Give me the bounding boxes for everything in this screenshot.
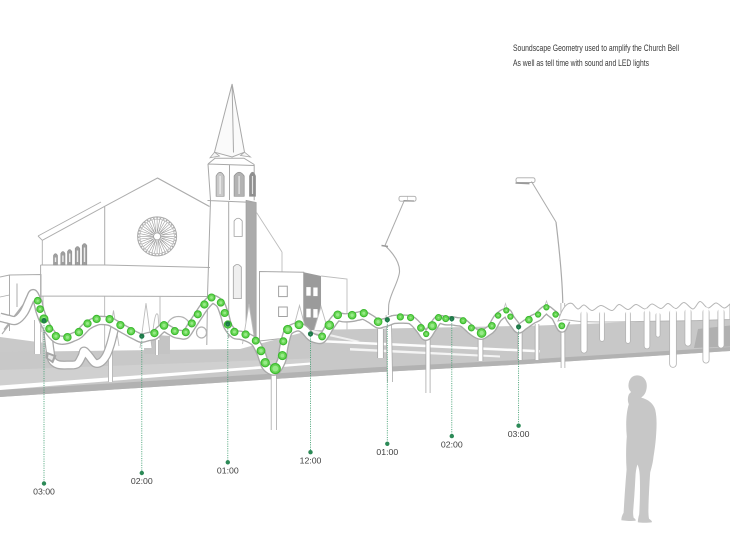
svg-text:01:00: 01:00 bbox=[376, 447, 398, 457]
svg-text:As well as tell time with soun: As well as tell time with sound and LED … bbox=[513, 58, 649, 68]
svg-text:01:00: 01:00 bbox=[217, 466, 239, 476]
svg-text:03:00: 03:00 bbox=[508, 429, 530, 439]
svg-text:02:00: 02:00 bbox=[441, 439, 463, 449]
svg-text:Soundscape Geometry used to am: Soundscape Geometry used to amplify the … bbox=[513, 43, 679, 53]
svg-text:02:00: 02:00 bbox=[131, 476, 153, 486]
svg-text:12:00: 12:00 bbox=[300, 455, 322, 465]
svg-text:03:00: 03:00 bbox=[33, 487, 55, 497]
